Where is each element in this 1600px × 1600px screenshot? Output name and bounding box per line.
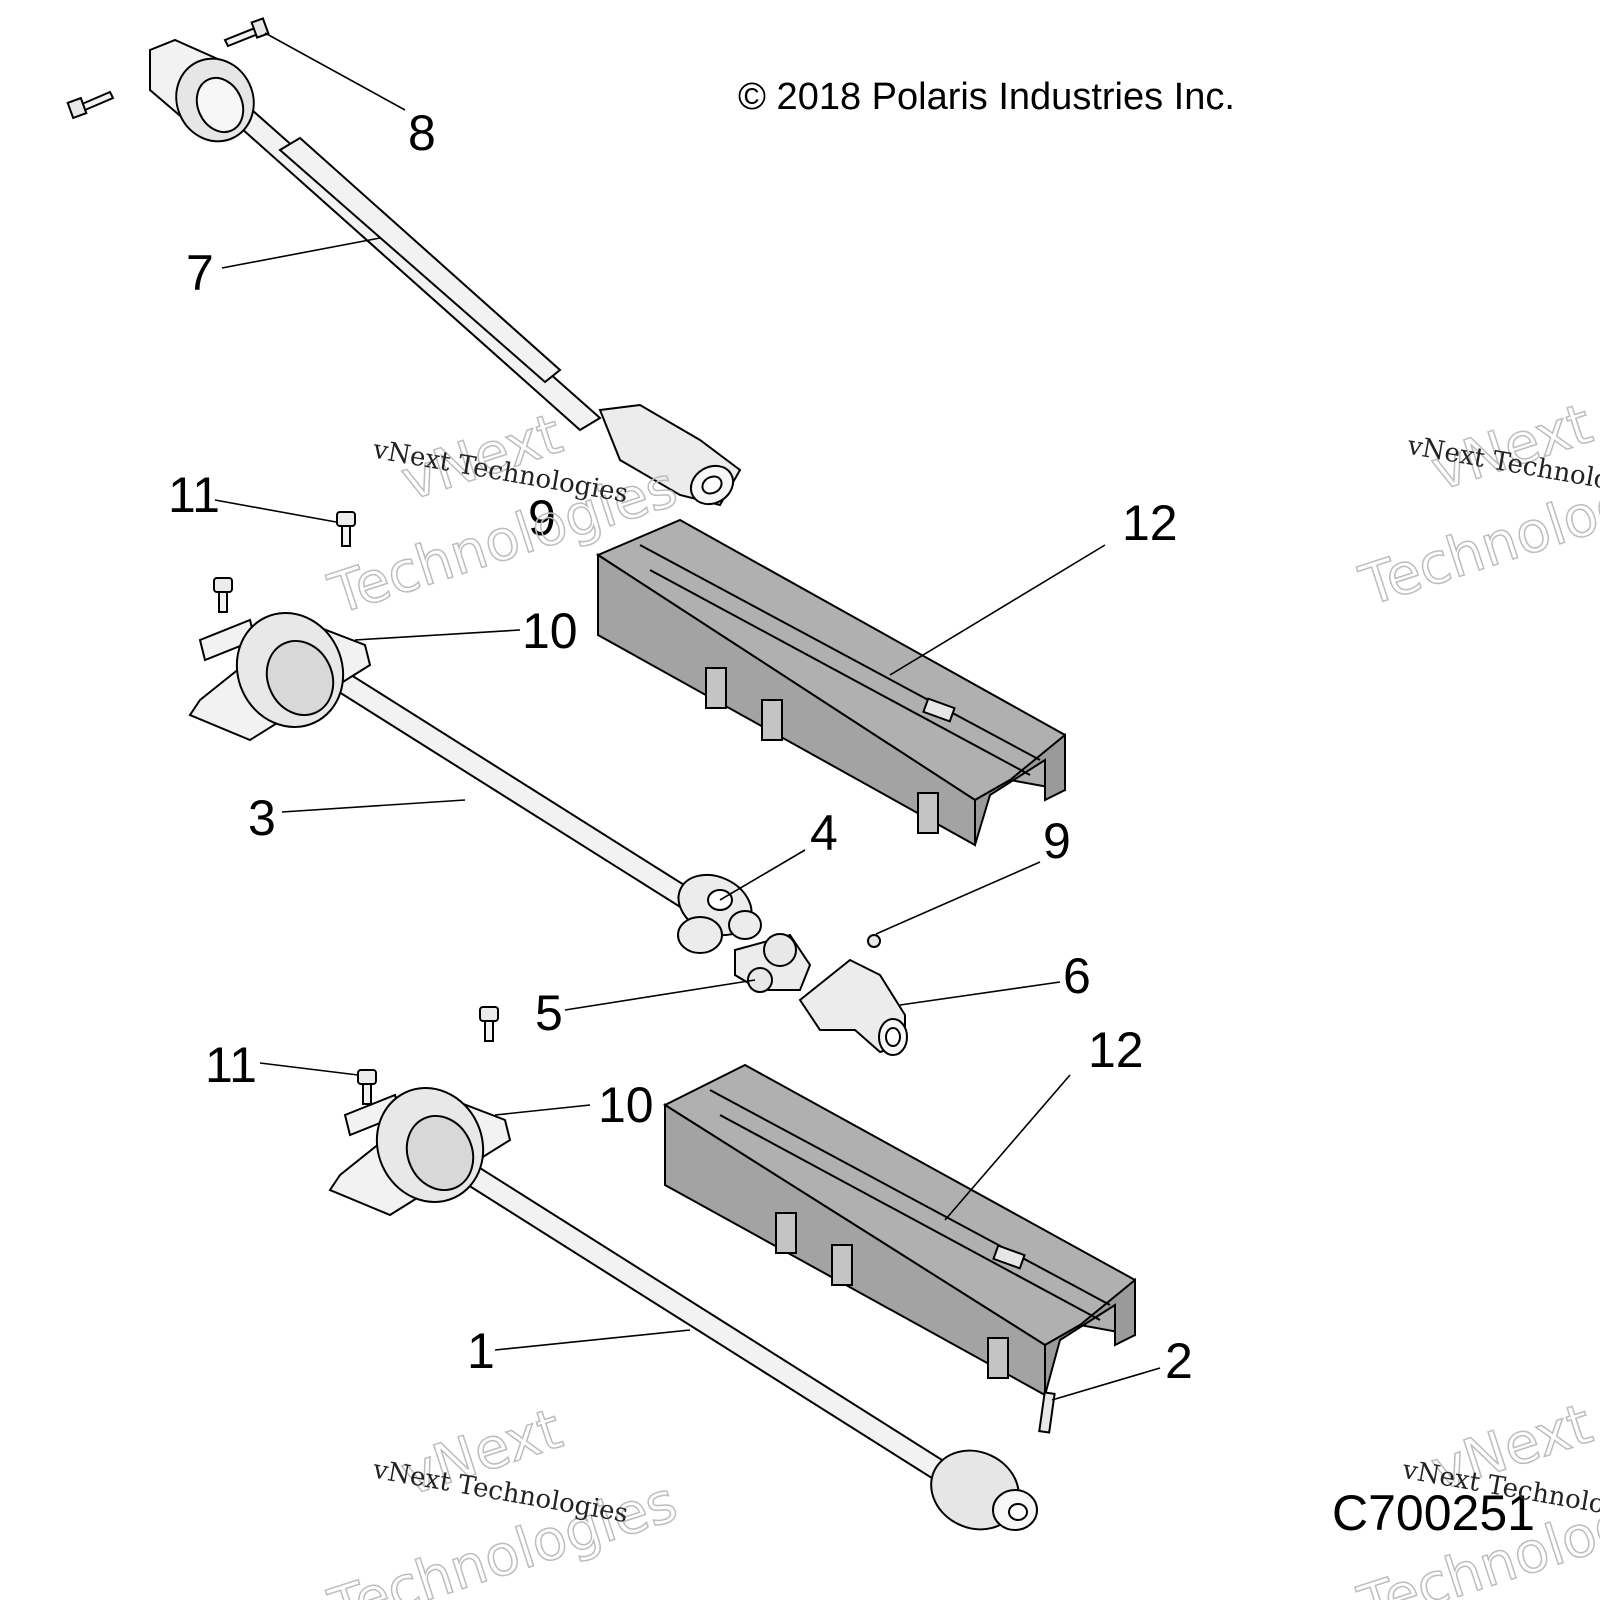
callout-12-lower: 12 — [1088, 1022, 1144, 1078]
callout-7: 7 — [186, 245, 214, 301]
guard-12-upper — [595, 518, 1066, 847]
watermark-right: vNext Technologies vNext Technologies — [1352, 391, 1600, 620]
callout-numbers: 8 7 11 9 12 10 3 4 9 6 5 11 12 10 1 2 — [168, 105, 1193, 1389]
slip-yoke-6 — [798, 958, 908, 1056]
bolt-11-a — [336, 511, 356, 547]
yoke-5 — [734, 933, 812, 993]
callout-10-lower: 10 — [598, 1077, 654, 1133]
callout-9-lower: 9 — [1043, 813, 1071, 869]
callout-5: 5 — [535, 985, 563, 1041]
callout-9-upper: 9 — [528, 490, 556, 546]
callout-11-upper: 11 — [168, 467, 220, 523]
callout-3: 3 — [248, 790, 276, 846]
bolt-11-b — [213, 577, 233, 613]
bearing-10-lower — [328, 1087, 512, 1217]
watermark-bottom: vNext Technologies vNext Technologies — [321, 1396, 686, 1600]
bolt-11-d — [357, 1069, 377, 1105]
callout-2: 2 — [1165, 1333, 1193, 1389]
bolt-8-b — [66, 90, 115, 120]
callout-10-upper: 10 — [522, 603, 578, 659]
guard-12-lower — [662, 1063, 1136, 1397]
leader-lines — [214, 32, 1161, 1401]
copyright-text: © 2018 Polaris Industries Inc. — [738, 76, 1235, 118]
bearing-10-upper — [188, 612, 372, 742]
callout-12-upper: 12 — [1122, 495, 1178, 551]
callout-1: 1 — [467, 1323, 495, 1379]
callout-4: 4 — [810, 805, 838, 861]
callout-11-lower: 11 — [205, 1037, 257, 1093]
bolt-11-c — [479, 1006, 499, 1042]
pin-2 — [1038, 1391, 1056, 1434]
bolt-8-a — [223, 17, 270, 48]
callout-8: 8 — [408, 105, 436, 161]
figure-id: C700251 — [1332, 1485, 1535, 1541]
callout-6: 6 — [1063, 948, 1091, 1004]
prop-shaft-7 — [149, 38, 742, 507]
grease-fitting-9 — [867, 934, 881, 948]
u-joint-4 — [677, 873, 762, 954]
